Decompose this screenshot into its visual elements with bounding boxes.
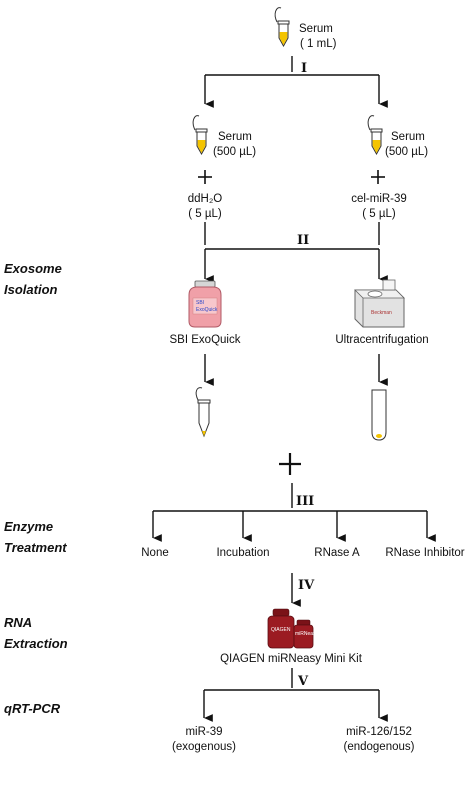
step-1-label: I: [301, 61, 307, 76]
exosome-pellet-tube-icon: [195, 387, 211, 438]
section-exosome-line1: Exosome: [4, 261, 62, 276]
right-serum-tube: [367, 115, 383, 155]
right-serum-volume: (500 µL): [385, 146, 428, 158]
ultracentrifuge-brand-label: Beckman: [371, 310, 392, 316]
pcr-left-type: (exogenous): [172, 741, 236, 753]
treatment-rnase-a: RNase A: [314, 547, 360, 559]
step-5-label: V: [297, 674, 309, 689]
pcr-left-target: miR-39: [185, 726, 222, 738]
exoquick-bottle-label-1: SBI: [196, 300, 204, 306]
right-additive: cel-miR-39: [351, 193, 407, 205]
isolation-right-label: Ultracentrifugation: [335, 334, 428, 346]
treatment-none: None: [141, 547, 169, 559]
section-enzyme-line2: Treatment: [4, 540, 67, 555]
top-serum-label: Serum: [299, 23, 333, 35]
combine-plus-icon: [279, 453, 301, 475]
ultracentrifuge-icon: [354, 279, 405, 328]
right-serum-label: Serum: [391, 131, 425, 143]
top-serum-volume: ( 1 mL): [300, 38, 337, 50]
section-qrt-pcr: qRT-PCR: [4, 701, 61, 716]
section-rna-line2: Extraction: [4, 636, 68, 651]
plus-icon-right: [371, 170, 385, 184]
right-additive-volume: ( 5 µL): [362, 208, 396, 220]
qiagen-kit-small-label: miRNeasy: [295, 631, 319, 637]
extraction-kit-label: QIAGEN miRNeasy Mini Kit: [220, 653, 363, 665]
left-serum-label: Serum: [218, 131, 252, 143]
section-exosome-line2: Isolation: [4, 282, 58, 297]
qiagen-kit-icon: [267, 608, 314, 649]
top-serum-tube: [274, 7, 290, 47]
plus-icon-left: [198, 170, 212, 184]
isolation-left-label: SBI ExoQuick: [170, 334, 241, 346]
qiagen-kit-big-label: QIAGEN: [271, 627, 291, 633]
left-additive: ddH₂O: [188, 193, 223, 205]
treatment-rnase-inhibitor: RNase Inhibitor: [385, 547, 464, 559]
treatment-incubation: Incubation: [216, 547, 269, 559]
left-serum-volume: (500 µL): [213, 146, 256, 158]
step-3-label: III: [296, 494, 314, 509]
section-enzyme-line1: Enzyme: [4, 519, 53, 534]
section-rna-line1: RNA: [4, 615, 32, 630]
pcr-right-type: (endogenous): [344, 741, 415, 753]
exoquick-bottle-icon: [188, 280, 222, 328]
exoquick-bottle-label-2: ExoQuick: [196, 307, 218, 313]
ultracentrifuge-tube-icon: [371, 389, 387, 441]
step-2-label: II: [297, 233, 309, 248]
pcr-right-target: miR-126/152: [346, 726, 412, 738]
left-serum-tube: [192, 115, 208, 155]
step-4-label: IV: [298, 578, 315, 593]
left-additive-volume: ( 5 µL): [188, 208, 222, 220]
